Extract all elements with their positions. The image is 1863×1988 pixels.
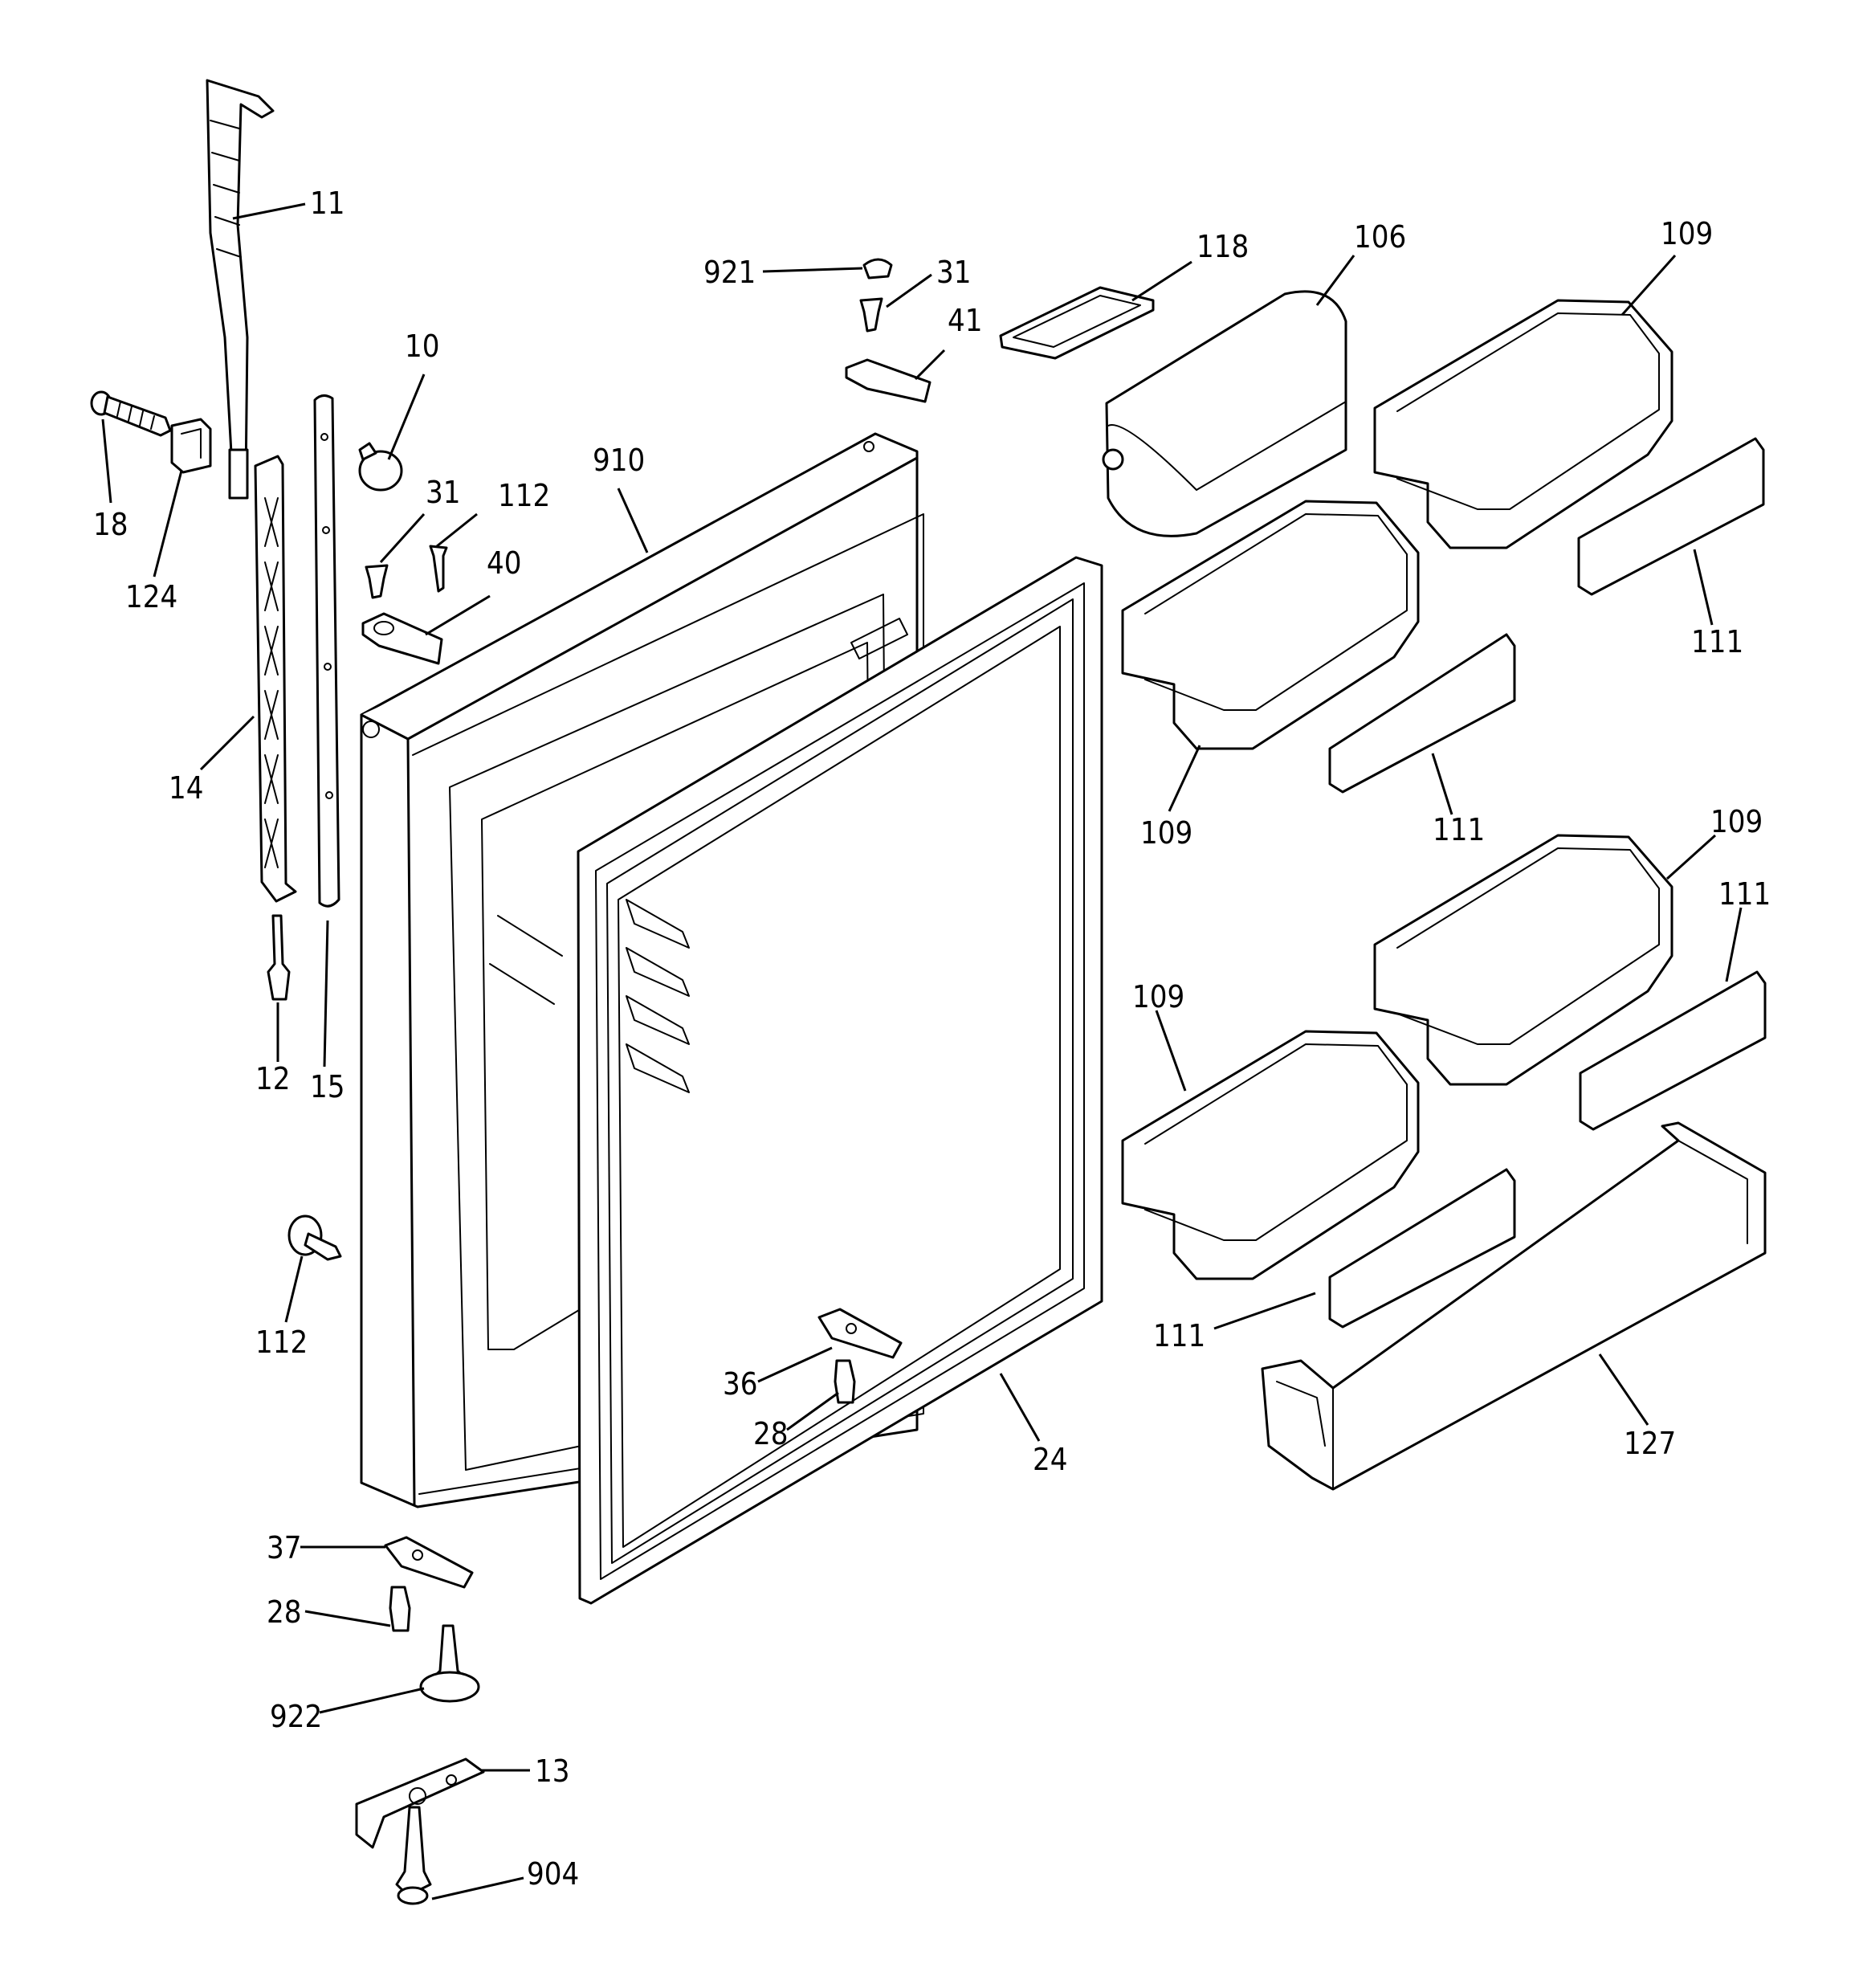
- part-112-screw-upper: [429, 545, 448, 593]
- callout-18: 18: [93, 507, 128, 542]
- part-922-leveler: [419, 1624, 480, 1703]
- callout-28: 28: [267, 1594, 302, 1630]
- part-12-pin: [267, 914, 291, 1001]
- part-111-bin-front-4: [1328, 1168, 1516, 1329]
- callout-31: 31: [936, 255, 972, 290]
- callout-31: 31: [426, 475, 461, 510]
- callout-111: 111: [1718, 876, 1771, 912]
- part-112-screw-lower: [287, 1214, 342, 1261]
- callout-24: 24: [1033, 1442, 1068, 1477]
- callout-124: 124: [125, 579, 177, 614]
- part-36-bracket: [817, 1308, 903, 1359]
- callout-109: 109: [1132, 979, 1184, 1014]
- part-109-bin-lower-left: [1121, 1030, 1420, 1280]
- part-31-bushing-left: [365, 564, 389, 599]
- callout-922: 922: [270, 1699, 322, 1734]
- part-127-bottom-bin: [1261, 1121, 1767, 1491]
- part-14-trim-bracket: [254, 455, 297, 903]
- part-31-bushing-top: [859, 297, 883, 333]
- callout-111: 111: [1433, 812, 1485, 847]
- callout-36: 36: [723, 1366, 758, 1402]
- callout-labels: 11 921 31 118 106 109 41 10 910 31 112 1…: [93, 186, 1771, 1892]
- callout-921: 921: [703, 255, 756, 290]
- part-111-bin-front-1: [1577, 437, 1765, 596]
- part-40-hinge-cover: [361, 612, 443, 665]
- callout-118: 118: [1196, 229, 1249, 264]
- callout-28: 28: [753, 1416, 789, 1451]
- callout-111: 111: [1691, 624, 1743, 659]
- leader-lines: [101, 202, 1743, 1900]
- part-904-screw: [395, 1806, 432, 1905]
- callout-109: 109: [1661, 216, 1713, 251]
- part-37-bracket: [384, 1536, 474, 1589]
- part-28-pin-lower: [389, 1586, 411, 1632]
- callout-13: 13: [535, 1753, 570, 1789]
- part-111-bin-front-2: [1328, 633, 1516, 794]
- callout-904: 904: [527, 1856, 579, 1892]
- part-124-clip: [170, 418, 212, 474]
- part-109-bin-lower-right: [1373, 834, 1673, 1086]
- part-15-trim-strip: [313, 394, 340, 908]
- callout-127: 127: [1624, 1426, 1676, 1461]
- callout-109: 109: [1140, 815, 1192, 851]
- callout-112: 112: [255, 1325, 308, 1360]
- part-106-dairy-compartment: [1102, 290, 1347, 537]
- part-41-hinge-cover-top: [845, 358, 932, 403]
- callout-106: 106: [1354, 219, 1406, 255]
- part-18-screw: [90, 390, 172, 437]
- callout-40: 40: [487, 545, 522, 581]
- callout-12: 12: [255, 1061, 291, 1096]
- callout-112: 112: [498, 478, 550, 513]
- callout-14: 14: [169, 770, 204, 806]
- callout-109: 109: [1710, 804, 1763, 839]
- part-109-bin-mid-left: [1121, 500, 1420, 750]
- callout-15: 15: [310, 1069, 345, 1104]
- callout-11: 11: [310, 186, 345, 221]
- callout-910: 910: [593, 443, 645, 478]
- part-111-bin-front-3: [1579, 970, 1767, 1131]
- part-gasket-studs: [626, 899, 690, 1093]
- part-11-handle: [206, 79, 275, 500]
- part-28-pin-upper: [834, 1359, 856, 1404]
- callout-10: 10: [405, 329, 440, 364]
- callout-37: 37: [267, 1530, 302, 1565]
- callout-111: 111: [1153, 1318, 1205, 1353]
- callout-41: 41: [948, 303, 983, 338]
- part-118-tray: [999, 286, 1155, 360]
- part-109-bin-top-right: [1373, 299, 1673, 549]
- part-13-hinge: [355, 1757, 485, 1849]
- part-921-cap: [862, 258, 893, 280]
- part-10-plug: [358, 442, 403, 492]
- part-24-gasket: [577, 556, 1103, 1605]
